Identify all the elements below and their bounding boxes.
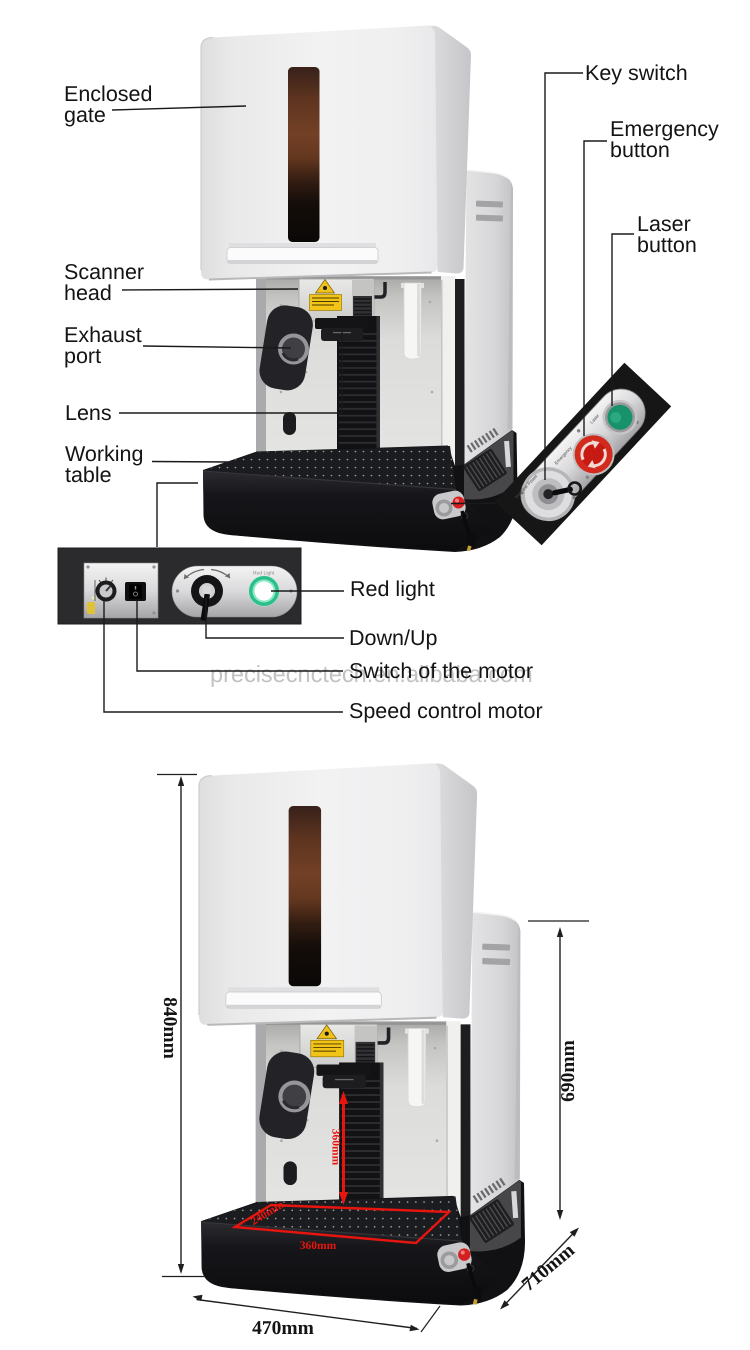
svg-text:Key switch: Key switch (585, 61, 688, 85)
svg-text:360mm: 360mm (330, 1129, 342, 1166)
svg-text:Enclosed: Enclosed (64, 82, 152, 106)
svg-text:button: button (637, 233, 697, 257)
svg-text:Laser: Laser (637, 212, 691, 236)
svg-text:840mm: 840mm (159, 997, 180, 1059)
svg-text:470mm: 470mm (252, 1318, 314, 1339)
svg-text:Scanner: Scanner (64, 260, 144, 284)
svg-text:Down/Up: Down/Up (349, 626, 437, 650)
svg-text:Speed control motor: Speed control motor (349, 699, 543, 723)
svg-text:gate: gate (64, 103, 106, 127)
svg-text:Emergency: Emergency (610, 117, 719, 141)
svg-text:port: port (64, 344, 101, 368)
svg-text:Working: Working (65, 442, 143, 466)
svg-text:Exhaust: Exhaust (64, 323, 142, 347)
svg-text:Switch of the motor: Switch of the motor (349, 659, 533, 683)
svg-text:head: head (64, 281, 112, 305)
svg-text:button: button (610, 138, 670, 162)
svg-text:690mm: 690mm (558, 1040, 579, 1102)
svg-text:precisecnctech.en.alibaba.com: precisecnctech.en.alibaba.com (210, 661, 533, 687)
svg-text:Red light: Red light (350, 577, 435, 601)
svg-text:360mm: 360mm (300, 1240, 337, 1252)
svg-text:Laser: Laser (589, 413, 601, 425)
svg-text:Red Light: Red Light (253, 571, 275, 577)
svg-text:Lens: Lens (65, 401, 112, 425)
svg-text:table: table (65, 463, 112, 487)
